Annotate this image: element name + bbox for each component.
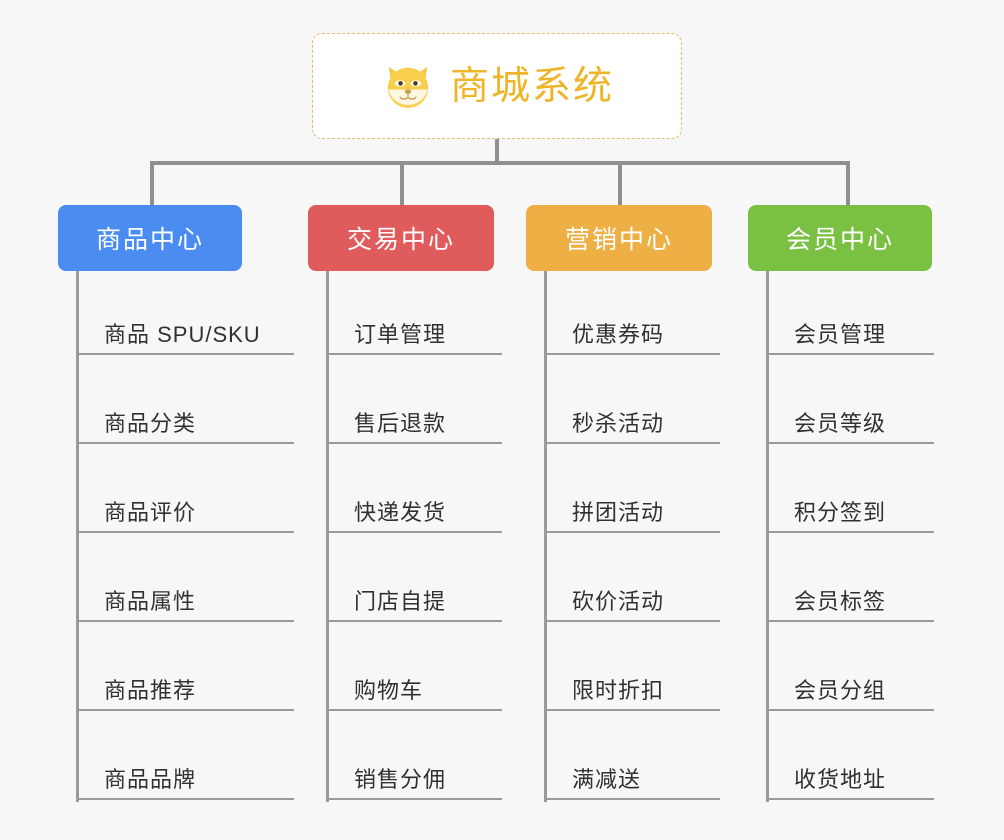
leaf-underline — [326, 798, 502, 800]
leaf-label: 积分签到 — [794, 500, 887, 525]
leaf-label: 售后退款 — [354, 411, 447, 436]
leaf-underline — [326, 620, 502, 622]
leaf-label: 商品属性 — [104, 589, 197, 614]
leaf-label: 销售分佣 — [354, 767, 447, 792]
leaf-label: 商品 SPU/SKU — [104, 322, 261, 347]
category-column-member-center: 会员中心会员管理会员等级积分签到会员标签会员分组收货地址 — [748, 205, 934, 802]
leaf-underline — [326, 353, 502, 355]
category-column-trade-center: 交易中心订单管理售后退款快递发货门店自提购物车销售分佣 — [308, 205, 502, 802]
leaf-underline — [766, 620, 934, 622]
leaf-label: 会员分组 — [794, 678, 887, 703]
category-label: 营销中心 — [564, 226, 673, 254]
leaf-underline — [544, 798, 720, 800]
leaf-underline — [76, 798, 294, 800]
connector-drop-1 — [150, 161, 154, 205]
root-node[interactable]: 商城系统 — [312, 33, 682, 139]
leaf-label: 商品分类 — [104, 411, 197, 436]
leaf-label: 会员标签 — [794, 589, 887, 614]
leaf-underline — [544, 442, 720, 444]
leaf-underline — [76, 531, 294, 533]
leaf-underline — [766, 531, 934, 533]
leaf-label: 商品品牌 — [104, 767, 197, 792]
leaf-underline — [544, 531, 720, 533]
leaf-underline — [326, 442, 502, 444]
leaf-label: 砍价活动 — [572, 589, 665, 614]
connector-drop-3 — [618, 161, 622, 205]
category-trunk — [76, 271, 79, 802]
leaf-label: 会员管理 — [794, 322, 887, 347]
leaf-label: 限时折扣 — [572, 678, 665, 703]
leaf-label: 订单管理 — [354, 322, 447, 347]
category-trunk — [326, 271, 329, 802]
leaf-underline — [76, 709, 294, 711]
leaf-underline — [544, 353, 720, 355]
connector-drop-4 — [846, 161, 850, 205]
shiba-dog-icon — [380, 58, 436, 114]
category-header-product-center[interactable]: 商品中心 — [58, 205, 242, 271]
leaf-underline — [76, 353, 294, 355]
root-title: 商城系统 — [449, 64, 614, 108]
leaf-label: 购物车 — [354, 678, 424, 703]
leaf-label: 优惠券码 — [572, 322, 665, 347]
leaf-underline — [544, 620, 720, 622]
leaf-underline — [544, 709, 720, 711]
connector-drop-2 — [400, 161, 404, 205]
leaf-label: 收货地址 — [794, 767, 887, 792]
category-label: 商品中心 — [95, 226, 204, 254]
leaf-underline — [766, 353, 934, 355]
category-header-trade-center[interactable]: 交易中心 — [308, 205, 494, 271]
leaf-underline — [766, 798, 934, 800]
leaf-underline — [766, 709, 934, 711]
connector-root-stub — [495, 139, 499, 163]
leaf-label: 门店自提 — [354, 589, 447, 614]
connector-bus — [150, 161, 850, 165]
category-header-member-center[interactable]: 会员中心 — [748, 205, 932, 271]
category-trunk — [766, 271, 769, 802]
category-trunk — [544, 271, 547, 802]
leaf-label: 拼团活动 — [572, 500, 665, 525]
leaf-label: 满减送 — [572, 767, 642, 792]
category-label: 会员中心 — [785, 226, 894, 254]
category-column-product-center: 商品中心商品 SPU/SKU 商品分类商品评价商品属性商品推荐商品品牌 — [58, 205, 294, 802]
leaf-label: 会员等级 — [794, 411, 887, 436]
leaf-label: 秒杀活动 — [572, 411, 665, 436]
category-header-marketing-center[interactable]: 营销中心 — [526, 205, 712, 271]
leaf-underline — [76, 620, 294, 622]
leaf-label: 快递发货 — [354, 500, 447, 525]
leaf-underline — [766, 442, 934, 444]
leaf-underline — [76, 442, 294, 444]
category-column-marketing-center: 营销中心优惠券码秒杀活动拼团活动砍价活动限时折扣满减送 — [526, 205, 720, 802]
leaf-underline — [326, 709, 502, 711]
leaf-label: 商品评价 — [104, 500, 197, 525]
leaf-underline — [326, 531, 502, 533]
leaf-label: 商品推荐 — [104, 678, 197, 703]
category-label: 交易中心 — [346, 226, 455, 254]
